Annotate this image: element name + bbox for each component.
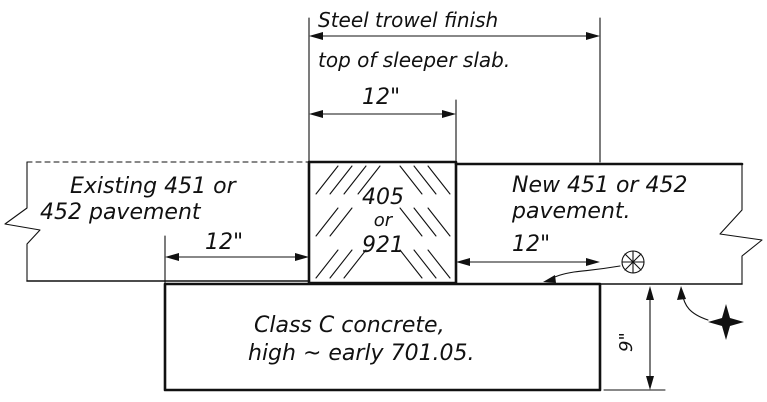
slab-depth-dimension [603,286,666,391]
trowel-finish-label-line1: Steel trowel finish [318,8,498,32]
left-break-line [4,161,41,282]
joint-hatching [315,165,451,279]
existing-pavement [4,161,310,282]
joint-material-line2: or [374,210,394,231]
slab-depth-label: 9" [616,332,637,352]
star-symbol-icon [708,304,744,340]
joint-material-line3: 921 [362,233,404,258]
top-width-dimension [309,110,456,118]
sleeper-slab [163,282,602,392]
existing-pavement-label-line1: Existing 451 or [70,174,238,199]
left-width-dimension [164,235,309,287]
new-pavement-label-line1: New 451 or 452 [512,173,687,198]
left-width-label: 12" [205,230,243,255]
right-break-line [719,163,763,285]
trowel-finish-dimension [309,32,600,40]
joint-sealant-block [307,160,458,285]
star-symbol-leader-arrow [677,286,686,300]
top-width-label: 12" [362,85,400,110]
star-symbol-leader [681,291,709,321]
trowel-finish-label-line2: top of sleeper slab. [318,48,510,72]
sleeper-slab-label-line1: Class C concrete, [254,313,445,338]
existing-pavement-label-line2: 452 pavement [40,200,202,225]
bond-breaker-leader [547,265,621,281]
right-width-dimension [456,258,600,266]
right-width-label: 12" [512,232,550,257]
new-pavement-label-line2: pavement. [511,199,631,224]
bond-breaker-symbol [621,250,645,274]
new-pavement [454,162,763,285]
bond-breaker-leader-arrow [543,275,556,283]
sleeper-slab-label-line2: high ~ early 701.05. [248,341,475,366]
joint-material-line1: 405 [362,185,404,210]
